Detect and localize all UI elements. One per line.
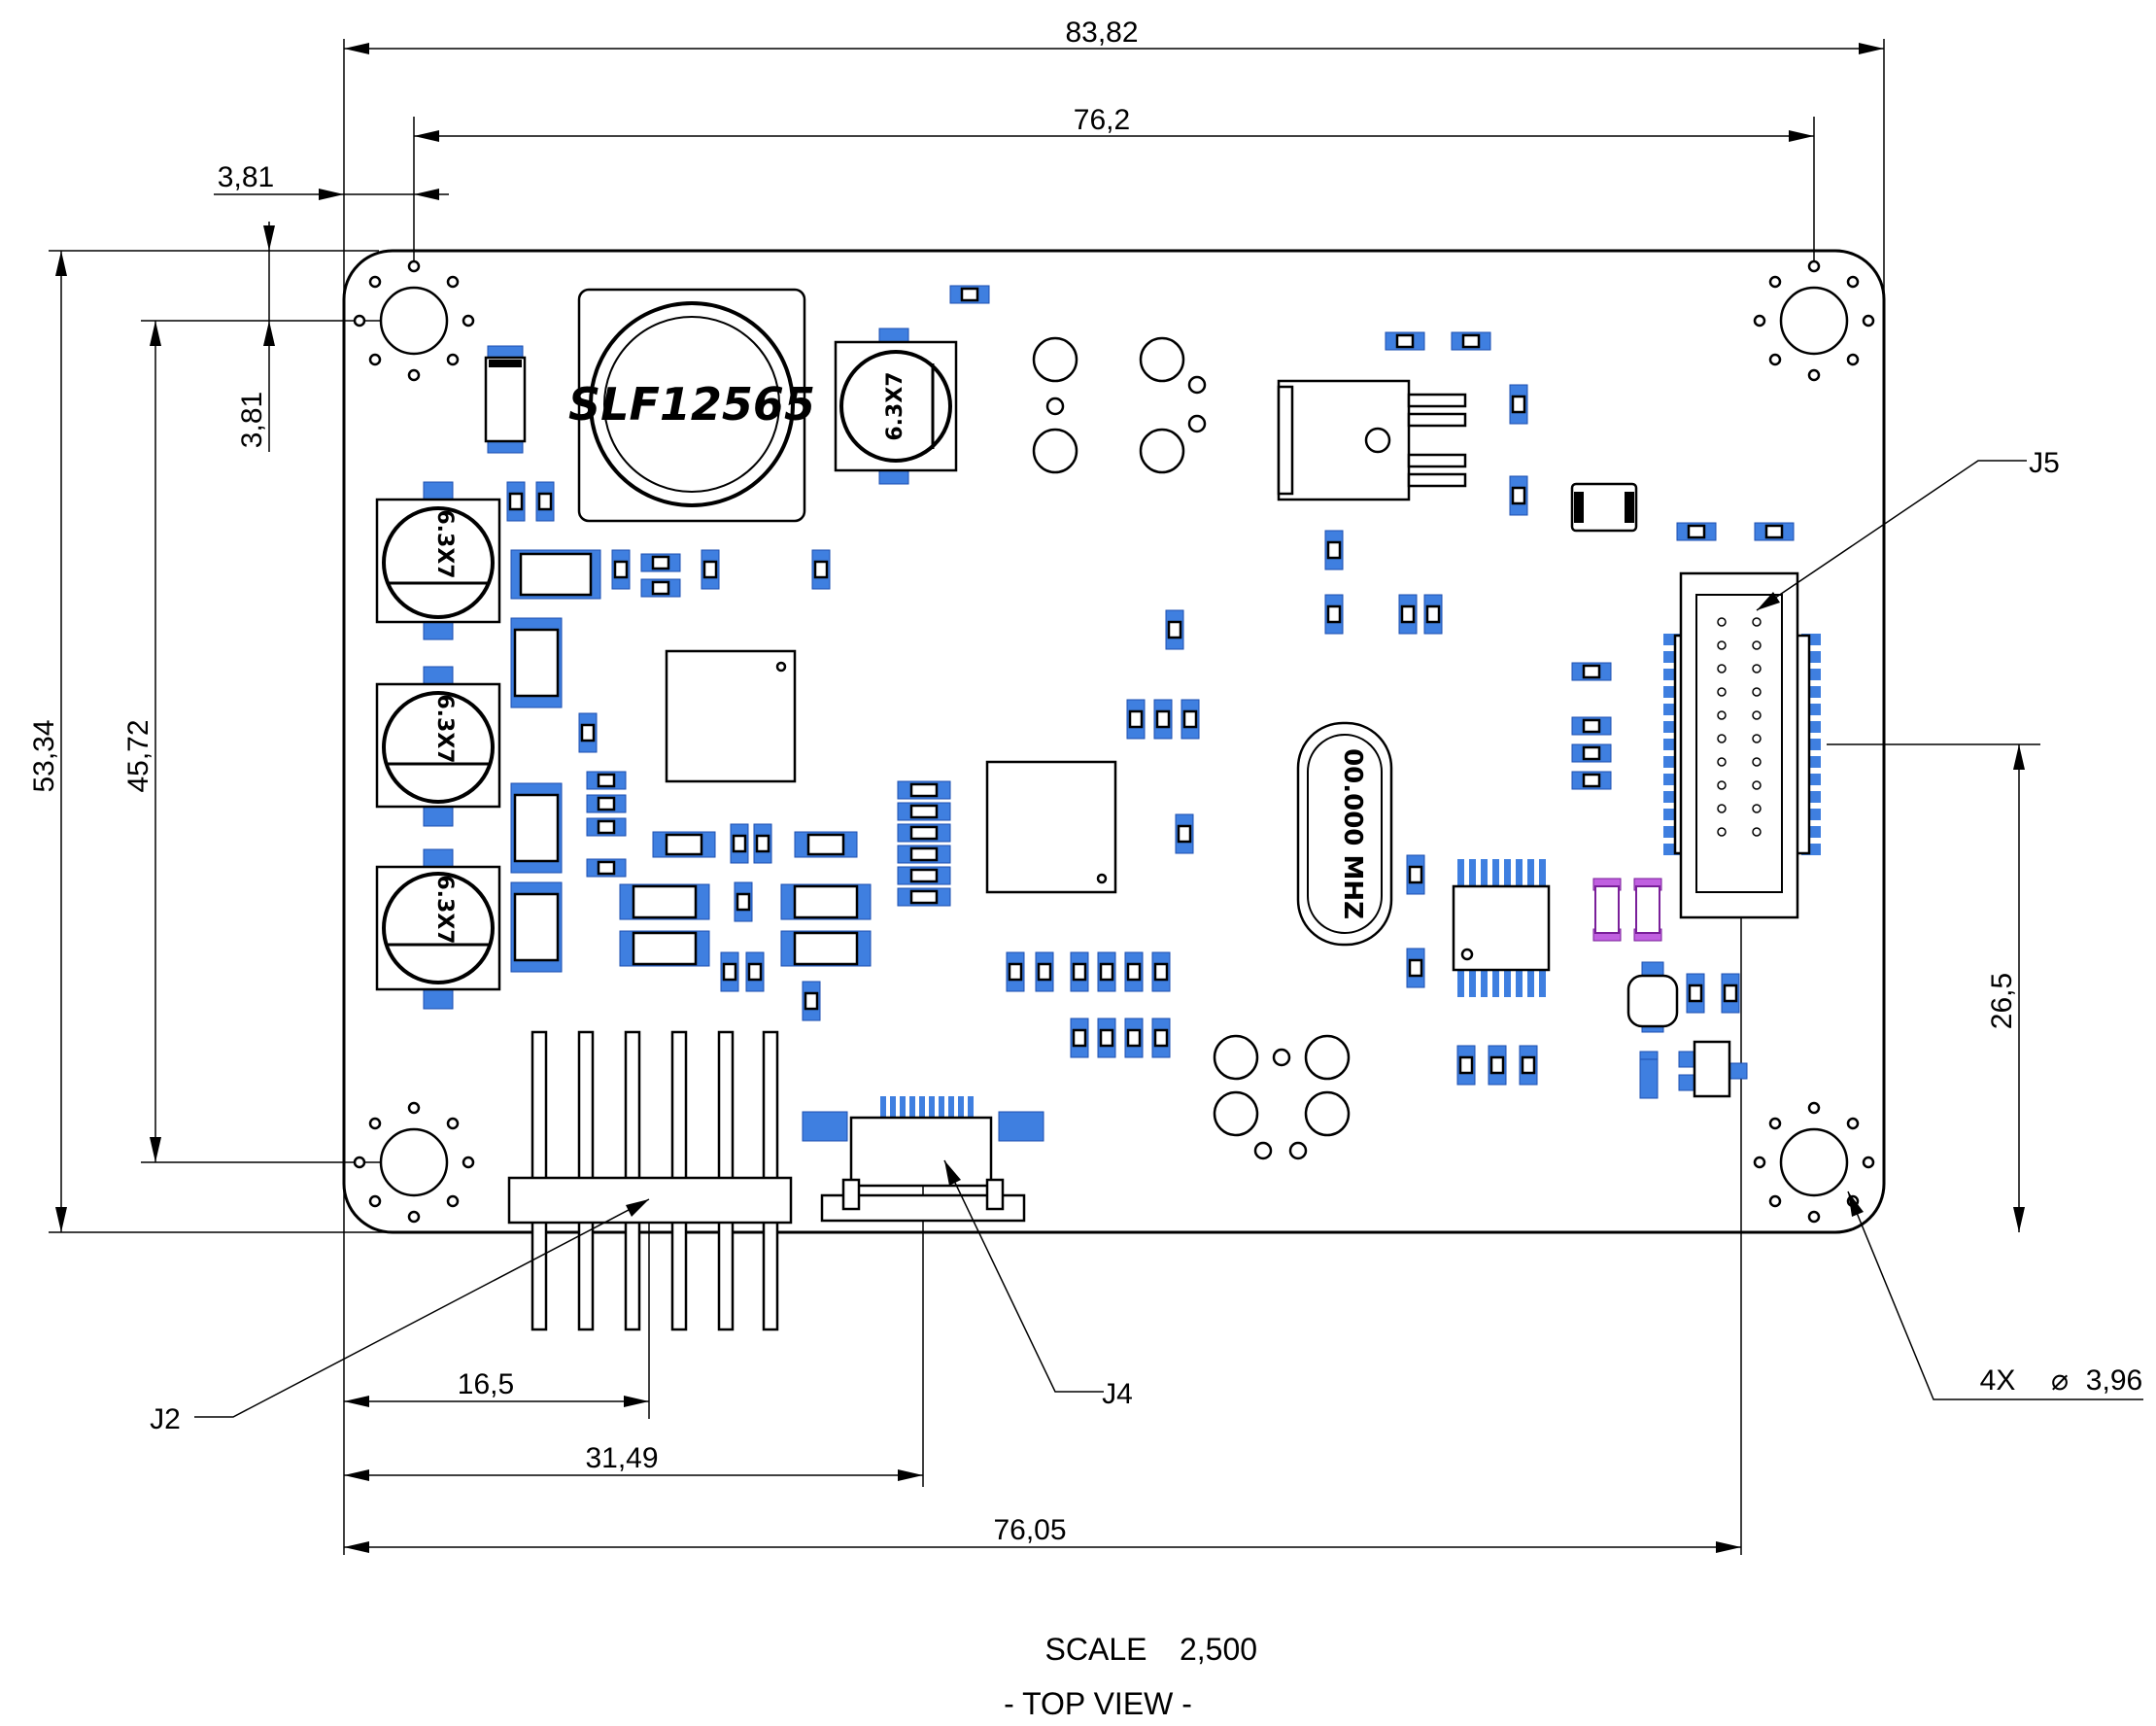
- cap-left-2-marking: 6.3X7: [432, 694, 457, 763]
- hole-callout-qty: 4X: [1980, 1364, 2016, 1397]
- connector-j5: [1663, 571, 1821, 919]
- leds: [1592, 878, 1662, 942]
- th-pads-top: [1032, 336, 1207, 474]
- smd-passives: [506, 285, 1795, 1099]
- label-j5: J5: [2029, 447, 2060, 479]
- callout-leaders: [194, 460, 2143, 1418]
- diameter-icon: ⌀: [2051, 1364, 2069, 1397]
- diode-top-left: [484, 345, 527, 454]
- dim-hole-offset-x: 3,81: [218, 161, 274, 193]
- label-j4: J4: [1102, 1378, 1133, 1410]
- dim-hole-offset-y: 3,81: [236, 392, 268, 448]
- label-j2: J2: [150, 1403, 181, 1435]
- board-outline: [342, 249, 1886, 1234]
- dim-hole-spacing-y: 45,72: [122, 719, 154, 792]
- inductor-slf12565: SLF12565: [568, 288, 815, 523]
- cap-top: 6.3X7: [834, 328, 958, 485]
- hole-callout-dia: 3,96: [2086, 1364, 2142, 1397]
- view-label: - TOP VIEW -: [1004, 1686, 1192, 1721]
- dim-j2-offset: 16,5: [458, 1368, 514, 1400]
- cap-left-3-marking: 6.3X7: [432, 875, 457, 944]
- dim-overall-width: 83,82: [1065, 17, 1138, 49]
- cap-left-1: 6.3X7: [375, 481, 501, 640]
- ic-soic: [1452, 859, 1551, 997]
- inductor-marking: SLF12565: [568, 378, 815, 431]
- crystal: 00.000 MHZ: [1296, 721, 1393, 947]
- connector-j2: [507, 1030, 793, 1331]
- scale-value: 2,500: [1180, 1632, 1257, 1667]
- crystal-marking: 00.000 MHZ: [1338, 748, 1367, 919]
- transistor: [1678, 1040, 1748, 1098]
- th-pads-bottom: [1213, 1034, 1351, 1160]
- power-parts-left: [510, 549, 601, 973]
- scale-label: SCALE: [1045, 1632, 1147, 1667]
- cap-left-3: 6.3X7: [375, 848, 501, 1010]
- dim-j5-height: 26,5: [1986, 973, 2018, 1029]
- ic-qfn-2: [985, 760, 1117, 894]
- ic-qfn-1: [665, 649, 797, 783]
- dim-j5-offset: 76,05: [993, 1514, 1066, 1546]
- inductor-small: [1570, 482, 1638, 533]
- dim-hole-spacing-x: 76,2: [1074, 104, 1130, 136]
- small-crystal: [1626, 961, 1679, 1033]
- cap-top-marking: 6.3X7: [883, 371, 907, 440]
- dim-j4-offset: 31,49: [585, 1442, 658, 1474]
- connector-j4: [802, 1096, 1044, 1223]
- cap-left-1-marking: 6.3X7: [432, 509, 457, 578]
- hole-callout: 4X ⌀ 3,96: [1980, 1364, 2143, 1397]
- cap-left-2: 6.3X7: [375, 666, 501, 827]
- dim-overall-height: 53,34: [28, 719, 60, 792]
- regulator: [1277, 379, 1467, 501]
